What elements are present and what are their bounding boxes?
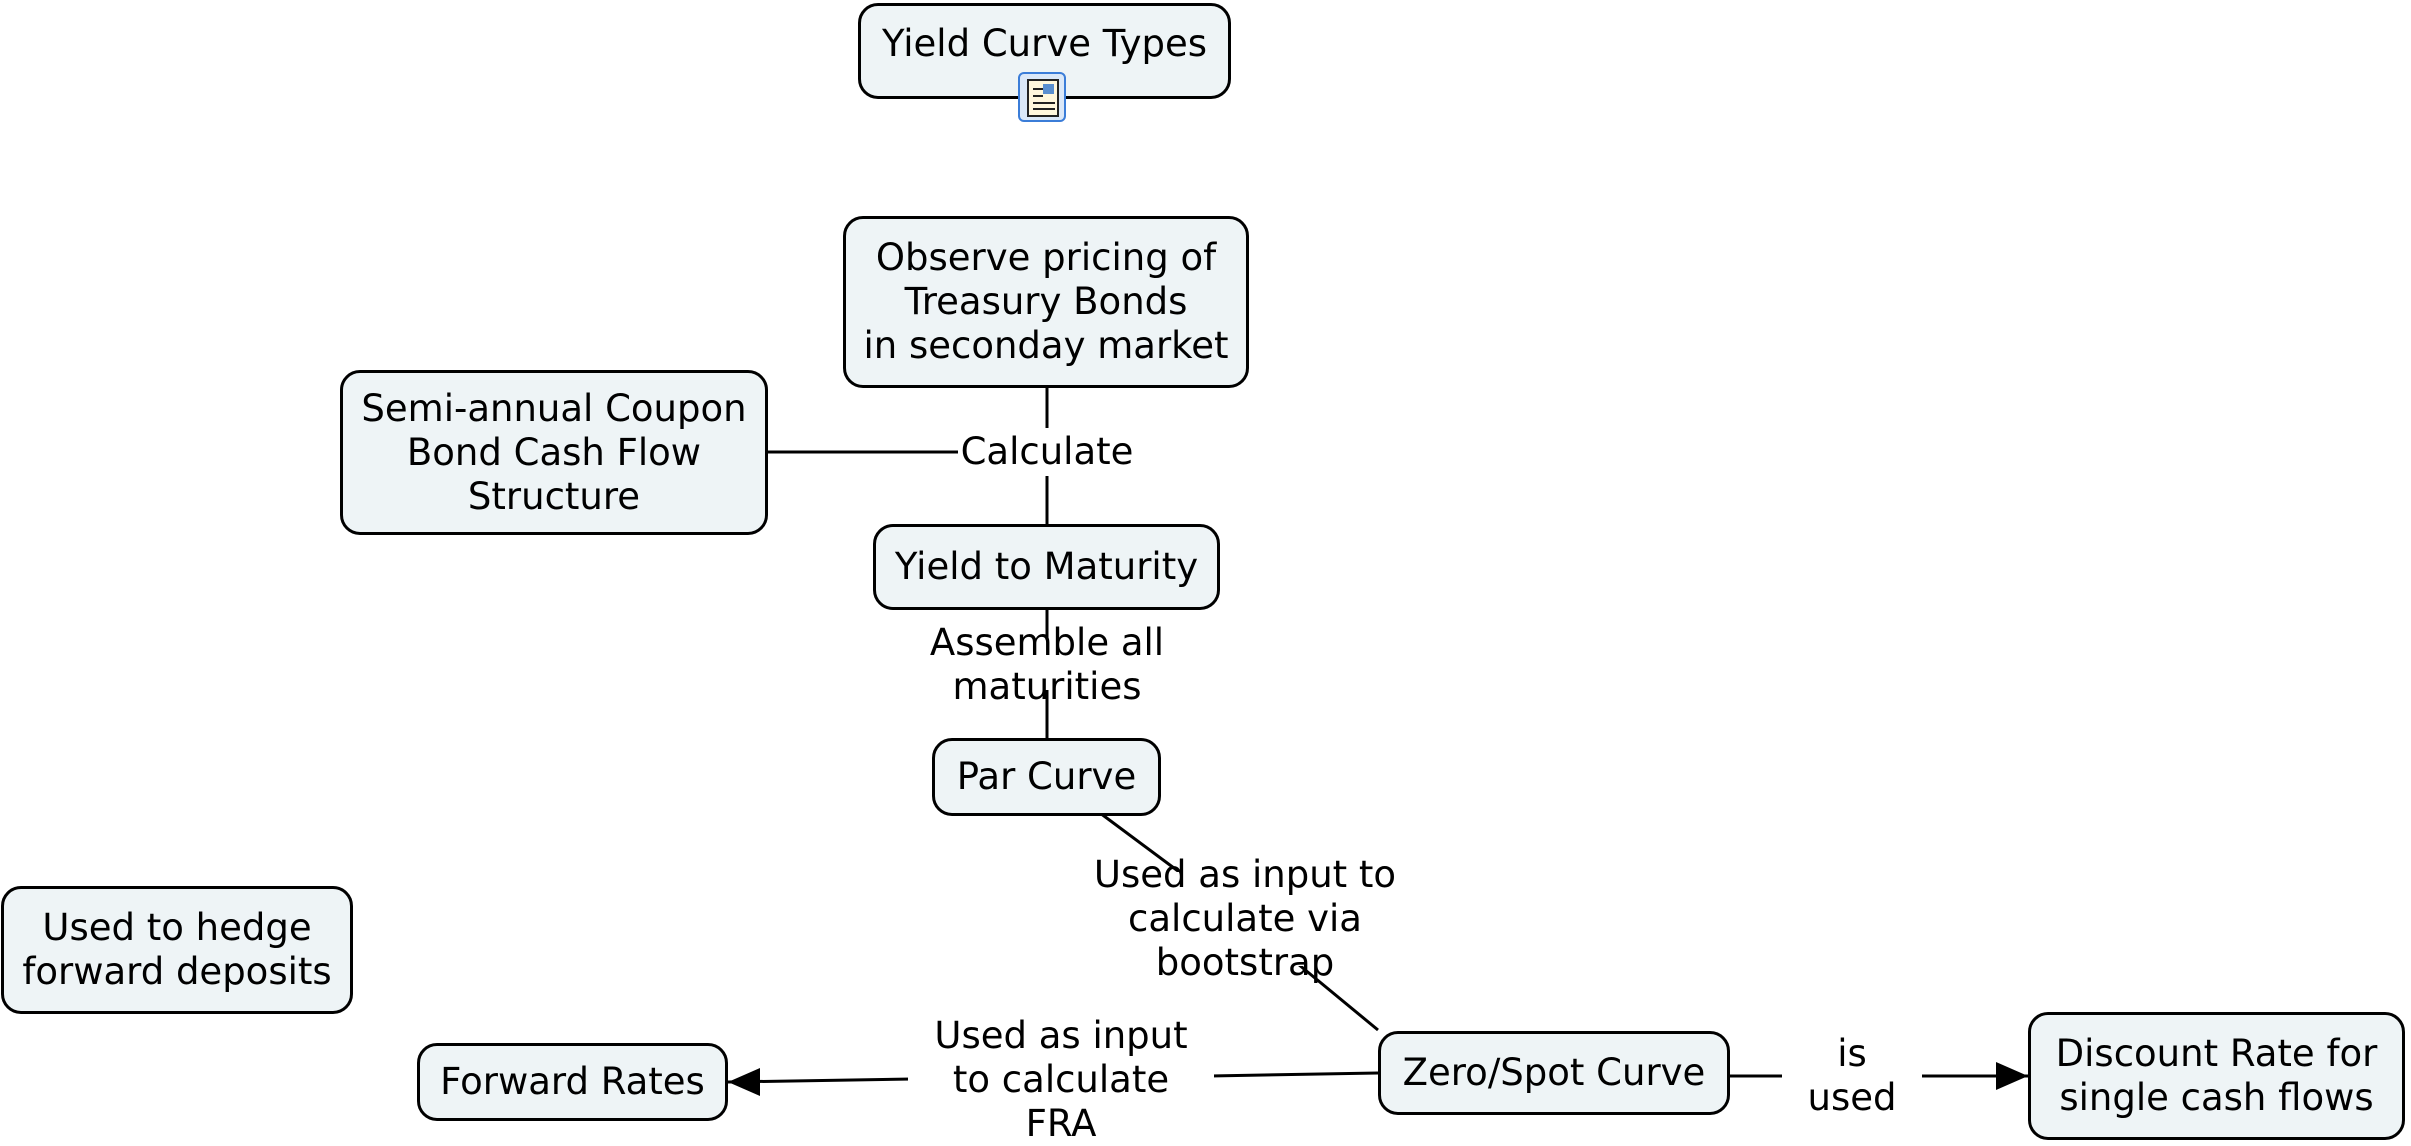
link-label: Used as input to calculate FRA	[934, 1014, 1188, 1145]
link-calculate[interactable]: Calculate	[958, 428, 1136, 476]
concept-hedge-forward[interactable]: Used to hedge forward deposits	[1, 886, 353, 1014]
concept-label: Yield Curve Types	[881, 22, 1208, 65]
concept-discount-rate[interactable]: Discount Rate for single cash flows	[2028, 1012, 2405, 1140]
link-label: is used	[1807, 1032, 1897, 1119]
link-is-used[interactable]: is used	[1782, 1032, 1922, 1119]
link-label: Used as input to calculate via bootstrap	[1093, 853, 1397, 984]
line-par-to-bootstrap	[1099, 811, 1183, 876]
concept-zero-spot-curve[interactable]: Zero/Spot Curve	[1378, 1031, 1730, 1115]
concept-label: Zero/Spot Curve	[1402, 1051, 1706, 1094]
arrowhead-forward-rates	[728, 1068, 760, 1096]
concept-par-curve[interactable]: Par Curve	[932, 738, 1161, 816]
concept-label: Discount Rate for single cash flows	[2055, 1032, 2378, 1119]
link-label: Calculate	[960, 430, 1134, 473]
concept-forward-rates[interactable]: Forward Rates	[417, 1043, 728, 1121]
concept-label: Par Curve	[956, 755, 1137, 798]
line-bootstrap-to-zero	[1297, 962, 1379, 1032]
concept-label: Observe pricing of Treasury Bonds in sec…	[863, 236, 1229, 367]
link-bootstrap[interactable]: Used as input to calculate via bootstrap	[1030, 853, 1460, 984]
concept-label: Semi-annual Coupon Bond Cash Flow Struct…	[361, 386, 747, 518]
concept-label: Forward Rates	[440, 1060, 705, 1103]
concept-label: Used to hedge forward deposits	[22, 906, 332, 993]
arrowhead-discount	[1996, 1062, 2028, 1090]
concept-yield-to-maturity[interactable]: Yield to Maturity	[873, 524, 1220, 610]
link-calculate-fra[interactable]: Used as input to calculate FRA	[908, 1014, 1214, 1145]
concept-observe-pricing[interactable]: Observe pricing of Treasury Bonds in sec…	[843, 216, 1249, 388]
document-resource-icon[interactable]	[1018, 72, 1066, 122]
concept-label: Yield to Maturity	[894, 545, 1199, 588]
link-label: Assemble all maturities	[929, 621, 1165, 708]
link-assemble-all-maturities[interactable]: Assemble all maturities	[830, 621, 1264, 708]
line-zero-to-fra	[1209, 1071, 1379, 1078]
concept-coupon-structure[interactable]: Semi-annual Coupon Bond Cash Flow Struct…	[340, 370, 768, 535]
